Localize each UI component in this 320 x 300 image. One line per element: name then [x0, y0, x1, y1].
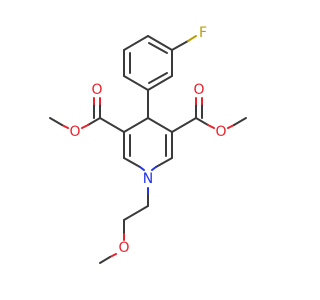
- bond: [49, 117, 63, 126]
- oxygen-atom-label: O: [69, 124, 80, 140]
- bond: [123, 75, 149, 91]
- fluorine-atom-label: F: [199, 25, 207, 41]
- bond: [123, 35, 149, 51]
- left-ester-group: [49, 97, 125, 133]
- bond: [227, 124, 235, 129]
- bond: [148, 42, 168, 54]
- bond: [147, 35, 173, 51]
- bond: [171, 40, 189, 51]
- bond: [123, 157, 141, 168]
- bond: [233, 117, 247, 126]
- oxygen-atom-label: O: [118, 240, 129, 256]
- bond: [148, 72, 168, 84]
- bond: [123, 205, 149, 221]
- bond: [99, 256, 111, 264]
- bond: [109, 253, 117, 258]
- dihydropyridine-ring: [123, 89, 173, 171]
- bond: [155, 157, 173, 168]
- bond: [87, 117, 101, 126]
- bond: [195, 117, 209, 126]
- bond: [123, 117, 149, 133]
- oxygen-atom-label: O: [215, 124, 226, 140]
- bond: [147, 117, 173, 133]
- oxygen-atom-label: O: [91, 82, 102, 98]
- bond: [81, 124, 89, 129]
- bond: [99, 117, 125, 133]
- oxygen-atom-label: O: [193, 82, 204, 98]
- bond: [207, 124, 215, 129]
- bond: [147, 75, 173, 91]
- nitrogen-atom-label: N: [143, 171, 153, 187]
- bond: [171, 117, 197, 133]
- methoxyethyl-chain: [99, 187, 149, 264]
- bond: [139, 166, 145, 171]
- bond: [187, 35, 197, 42]
- bond: [151, 166, 157, 171]
- fluorophenyl-ring: [123, 35, 197, 91]
- bond: [61, 124, 69, 129]
- molecule-structure: F N O O O O O: [49, 25, 247, 264]
- right-ester-group: [171, 97, 247, 133]
